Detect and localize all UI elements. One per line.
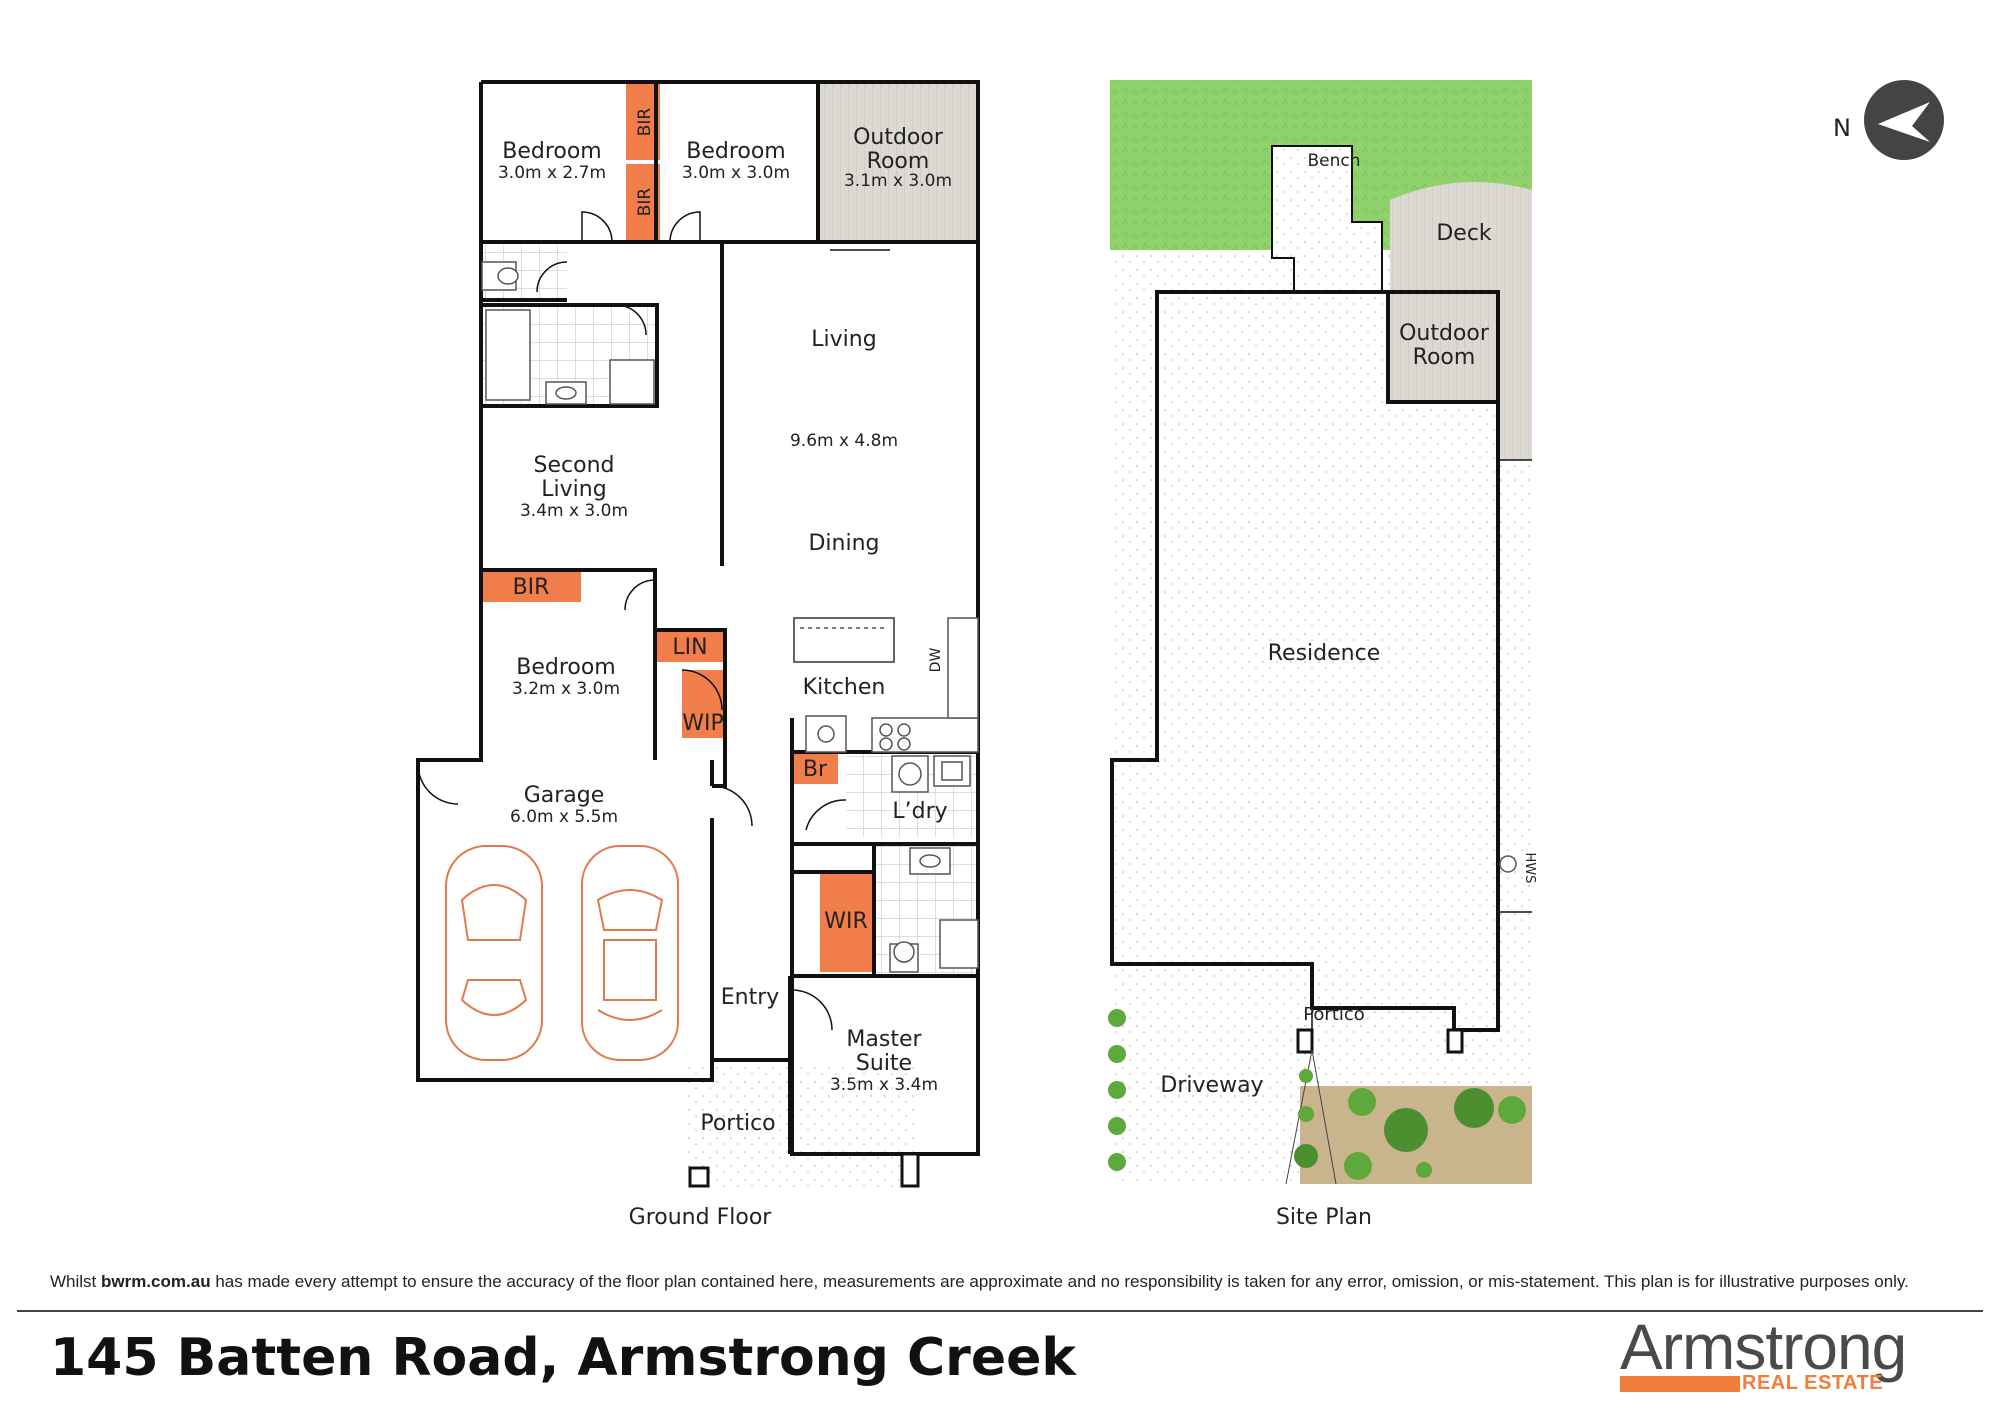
master-dim: 3.5m x 3.4m	[830, 1075, 938, 1095]
living-dim: 9.6m x 4.8m	[790, 431, 898, 451]
dining-name: Dining	[808, 531, 879, 556]
ground-floor-labels: Bedroom 3.0m x 2.7m Bedroom 3.0m x 3.0m …	[498, 108, 952, 1230]
deck-area	[1390, 182, 1532, 460]
laundry-name: L’dry	[892, 799, 947, 824]
outdoor-room-deck	[818, 82, 978, 242]
second-living-name-1: Second	[534, 453, 615, 478]
bedroom-n-dim: 3.0m x 3.0m	[682, 163, 790, 183]
disclaimer-site-link[interactable]: bwrm.com.au	[101, 1272, 211, 1291]
outdoor-room-name-1: Outdoor	[853, 125, 944, 150]
bir-label-2: BIR	[635, 188, 655, 217]
site-portico-label: Portico	[1303, 1004, 1365, 1025]
ground-floor-plan	[416, 80, 980, 1188]
disclaimer: Whilst bwrm.com.au has made every attemp…	[50, 1272, 1970, 1292]
wip-label: WIP	[682, 711, 724, 736]
site-bench-label: Bench	[1307, 151, 1360, 171]
wir-block	[820, 872, 872, 972]
lin-block	[655, 630, 725, 662]
portico-floor	[688, 1062, 918, 1188]
shrubs-icon	[1108, 1009, 1526, 1180]
site-plan	[1108, 80, 1532, 1185]
bedroom-nw-name: Bedroom	[502, 139, 602, 164]
second-living-dim: 3.4m x 3.0m	[520, 501, 628, 521]
second-living-name-2: Living	[541, 477, 606, 502]
site-outdoor-label-2: Room	[1413, 345, 1476, 370]
dishwasher-label: DW	[928, 648, 944, 673]
outdoor-room-dim: 3.1m x 3.0m	[844, 171, 952, 191]
bedroom-w-name: Bedroom	[516, 655, 616, 680]
site-plan-caption: Site Plan	[1276, 1205, 1372, 1230]
br-block	[792, 752, 838, 784]
divider	[17, 1310, 1983, 1312]
master-name-2: Suite	[856, 1051, 912, 1076]
driveway	[1112, 980, 1298, 1184]
logo-wordmark: Armstrong	[1620, 1311, 1907, 1383]
outdoor-room-site	[1388, 292, 1500, 402]
entry-name: Entry	[721, 985, 780, 1010]
car-left-icon	[445, 845, 543, 1061]
logo-accent-bar	[1620, 1376, 1740, 1392]
outdoor-room-name-2: Room	[867, 149, 930, 174]
compass-label: N	[1833, 114, 1851, 142]
br-label: Br	[803, 757, 828, 782]
site-driveway-label: Driveway	[1160, 1073, 1263, 1098]
disclaimer-suffix: has made every attempt to ensure the acc…	[210, 1272, 1909, 1291]
bedroom-w-dim: 3.2m x 3.0m	[512, 679, 620, 699]
bedroom-n-name: Bedroom	[686, 139, 786, 164]
car-right-icon	[581, 845, 679, 1061]
site-deck-label: Deck	[1436, 221, 1492, 246]
kitchen-name: Kitchen	[803, 675, 886, 700]
ground-floor-caption: Ground Floor	[629, 1205, 773, 1230]
disclaimer-prefix: Whilst	[50, 1272, 101, 1291]
garage-dim: 6.0m x 5.5m	[510, 807, 618, 827]
compass: N	[1833, 80, 1944, 160]
wip-block	[682, 670, 724, 738]
property-address: 145 Batten Road, Armstrong Creek	[50, 1328, 1076, 1388]
master-name-1: Master	[846, 1027, 922, 1052]
bir-label-1: BIR	[635, 108, 655, 137]
bir-block-3	[481, 572, 581, 602]
kitchen-island	[793, 617, 895, 663]
portico-name: Portico	[700, 1111, 775, 1136]
wir-label: WIR	[824, 909, 868, 934]
bedroom-nw-dim: 3.0m x 2.7m	[498, 163, 606, 183]
bir-label-3: BIR	[513, 575, 550, 600]
site-hws-label: HWS	[1522, 853, 1537, 884]
site-plan-labels: Bench Deck Outdoor Room Residence Portic…	[1160, 151, 1537, 1230]
fridge	[805, 715, 847, 753]
logo-subtitle: REAL ESTATE	[1742, 1372, 1884, 1394]
site-outdoor-label-1: Outdoor	[1399, 321, 1490, 346]
garage-name: Garage	[524, 783, 605, 808]
armstrong-logo: Armstrong REAL ESTATE	[1620, 1311, 1950, 1400]
site-residence-label: Residence	[1268, 641, 1380, 666]
kitchen-side-bench	[947, 617, 979, 719]
living-name: Living	[811, 327, 876, 352]
lin-label: LIN	[672, 635, 707, 660]
